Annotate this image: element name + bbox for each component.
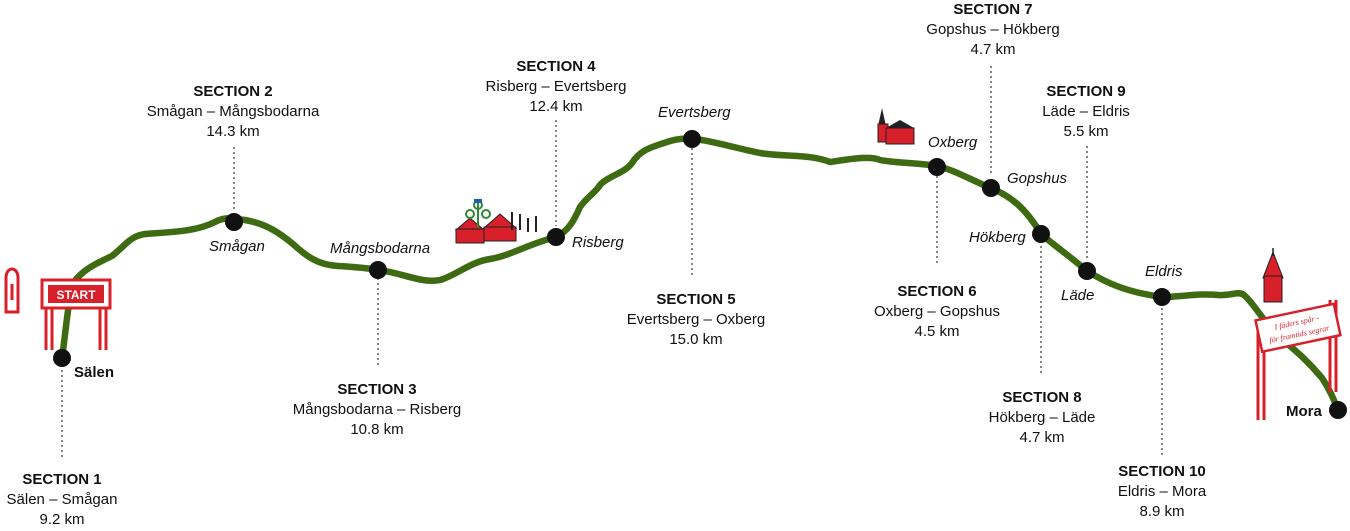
village-icon <box>454 199 537 244</box>
section-7-info: SECTION 7 Gopshus – Hökberg 4.7 km <box>883 0 1103 60</box>
section-6-info: SECTION 6 Oxberg – Gopshus 4.5 km <box>827 282 1047 342</box>
section-title: SECTION 7 <box>953 1 1033 18</box>
section-route: Oxberg – Gopshus <box>874 303 1000 320</box>
checkpoint-mora <box>1329 401 1347 419</box>
section-4-info: SECTION 4 Risberg – Evertsberg 12.4 km <box>446 57 666 117</box>
place-label-oxberg: Oxberg <box>928 134 978 151</box>
start-arch-icon: START <box>40 278 112 350</box>
leader-lines <box>61 66 1163 458</box>
section-distance: 8.9 km <box>1139 503 1185 520</box>
section-distance: 9.2 km <box>39 511 85 528</box>
section-distance: 12.4 km <box>529 98 583 115</box>
checkpoint-salen <box>53 349 71 367</box>
place-label-mora: Mora <box>1286 403 1322 420</box>
section-3-info: SECTION 3 Mångsbodarna – Risberg 10.8 km <box>267 380 487 440</box>
section-title: SECTION 5 <box>656 291 736 308</box>
section-distance: 4.7 km <box>970 41 1016 58</box>
section-route: Eldris – Mora <box>1117 483 1207 500</box>
place-label-hokberg: Hökberg <box>969 229 1026 246</box>
section-5-info: SECTION 5 Evertsberg – Oxberg 15.0 km <box>586 290 806 350</box>
start-sign-text: START <box>56 288 96 302</box>
section-1-info: SECTION 1 Sälen – Smågan 9.2 km <box>0 470 172 530</box>
place-label-lade: Läde <box>1061 287 1095 304</box>
place-label-gopshus: Gopshus <box>1007 170 1068 187</box>
section-title: SECTION 1 <box>22 471 102 488</box>
section-route: Gopshus – Hökberg <box>926 21 1060 38</box>
section-title: SECTION 8 <box>1002 389 1082 406</box>
checkpoints <box>53 130 1347 419</box>
section-distance: 14.3 km <box>206 123 260 140</box>
section-8-info: SECTION 8 Hökberg – Läde 4.7 km <box>932 388 1152 448</box>
checkpoint-smagan <box>225 213 243 231</box>
section-route: Risberg – Evertsberg <box>485 78 627 95</box>
section-route: Läde – Eldris <box>1042 103 1130 120</box>
section-10-info: SECTION 10 Eldris – Mora 8.9 km <box>1052 462 1272 522</box>
checkpoint-eldris <box>1153 288 1171 306</box>
checkpoint-evertsberg <box>683 130 701 148</box>
church-icon <box>877 108 915 145</box>
section-route: Evertsberg – Oxberg <box>626 311 766 328</box>
place-label-eldris: Eldris <box>1145 263 1183 280</box>
section-distance: 5.5 km <box>1063 123 1109 140</box>
place-label-smagan: Smågan <box>209 238 265 255</box>
section-title: SECTION 10 <box>1118 463 1206 480</box>
section-title: SECTION 3 <box>337 381 417 398</box>
section-distance: 15.0 km <box>669 331 723 348</box>
start-bib-icon <box>4 267 20 314</box>
checkpoint-oxberg <box>928 158 946 176</box>
section-title: SECTION 4 <box>516 58 596 75</box>
checkpoint-mangsbodarna <box>369 261 387 279</box>
section-9-info: SECTION 9 Läde – Eldris 5.5 km <box>976 82 1196 142</box>
section-2-info: SECTION 2 Smågan – Mångsbodarna 14.3 km <box>123 82 343 142</box>
checkpoint-hokberg <box>1032 225 1050 243</box>
checkpoint-risberg <box>547 228 565 246</box>
section-route: Smågan – Mångsbodarna <box>146 103 320 120</box>
bell-tower-icon <box>1262 248 1284 303</box>
place-label-salen: Sälen <box>74 364 115 381</box>
section-distance: 4.5 km <box>914 323 960 340</box>
checkpoint-gopshus <box>982 179 1000 197</box>
checkpoint-lade <box>1078 262 1096 280</box>
place-label-risberg: Risberg <box>572 234 624 251</box>
section-title: SECTION 9 <box>1046 83 1126 100</box>
place-label-mangsbodarna: Mångsbodarna <box>330 240 431 257</box>
finish-arch-icon: I fäders spår - för framtids segrar <box>1254 300 1342 420</box>
section-route: Sälen – Smågan <box>6 491 118 508</box>
section-distance: 4.7 km <box>1019 429 1065 446</box>
section-distance: 10.8 km <box>350 421 404 438</box>
section-title: SECTION 2 <box>193 83 273 100</box>
section-route: Mångsbodarna – Risberg <box>292 401 462 418</box>
section-title: SECTION 6 <box>897 283 977 300</box>
section-route: Hökberg – Läde <box>988 409 1096 426</box>
place-label-evertsberg: Evertsberg <box>658 104 731 121</box>
